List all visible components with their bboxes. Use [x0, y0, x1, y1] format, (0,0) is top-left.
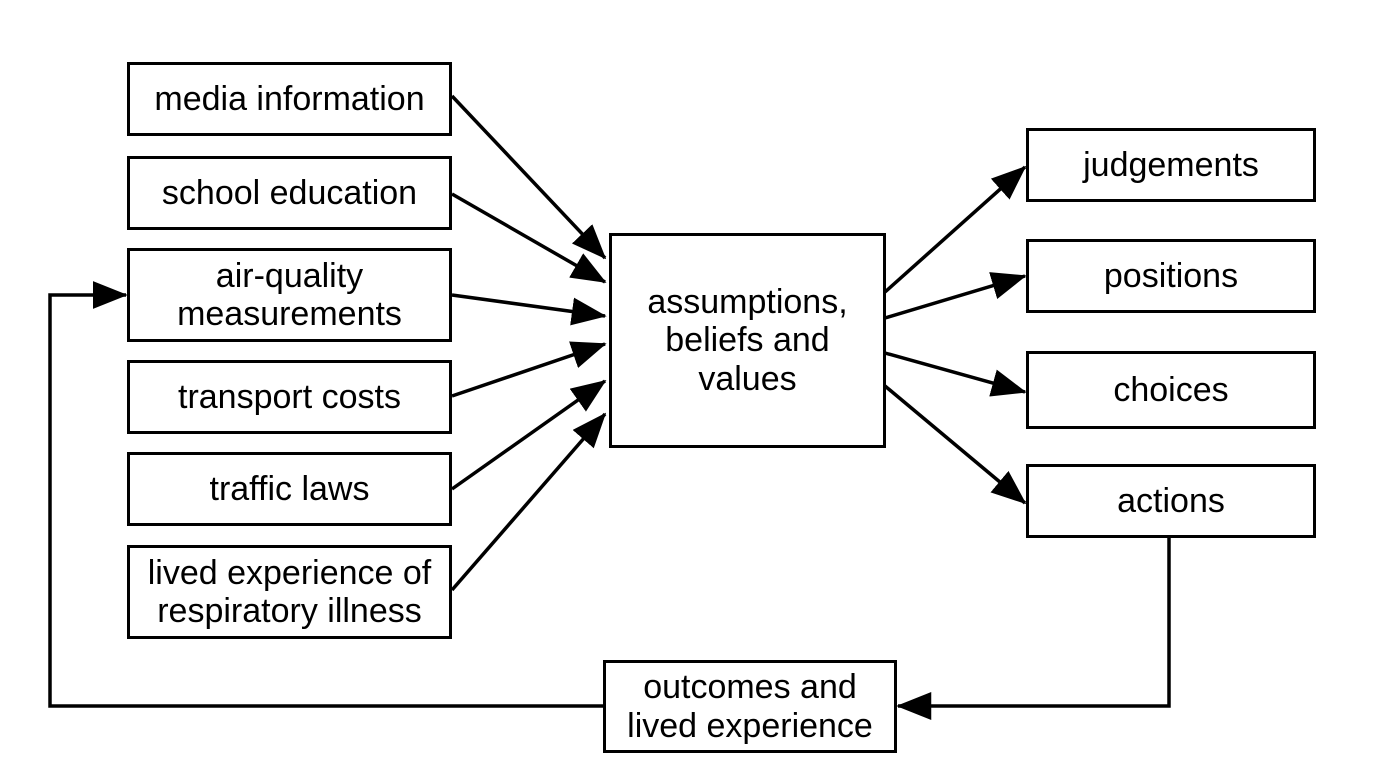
- node-traffic-laws: traffic laws: [127, 452, 452, 526]
- arrow-center-to-choices: [884, 351, 1027, 397]
- arrow-outcomes-to-air-quality: [48, 281, 604, 708]
- arrow-actions-to-outcomes: [896, 538, 1171, 720]
- arrow-lived-to-center: [450, 412, 607, 592]
- arrow-traffic-to-center: [450, 379, 607, 491]
- arrow-media-to-center: [450, 94, 607, 260]
- node-air-quality-measurements: air-quality measurements: [127, 248, 452, 342]
- node-actions: actions: [1026, 464, 1316, 538]
- node-assumptions-beliefs-values: assumptions, beliefs and values: [609, 233, 886, 448]
- node-transport-costs: transport costs: [127, 360, 452, 434]
- arrow-school-to-center: [451, 192, 607, 284]
- arrow-transport-to-center: [451, 341, 607, 398]
- node-lived-experience-respiratory: lived experience of respiratory illness: [127, 545, 452, 639]
- node-outcomes-lived-experience: outcomes and lived experience: [603, 660, 897, 753]
- arrow-center-to-positions: [884, 272, 1027, 320]
- node-judgements: judgements: [1026, 128, 1316, 202]
- node-school-education: school education: [127, 156, 452, 230]
- node-choices: choices: [1026, 351, 1316, 429]
- arrow-air-to-center: [451, 293, 607, 326]
- arrow-center-to-actions: [883, 384, 1027, 505]
- arrow-center-to-judgements: [883, 165, 1027, 294]
- node-positions: positions: [1026, 239, 1316, 313]
- node-media-information: media information: [127, 62, 452, 136]
